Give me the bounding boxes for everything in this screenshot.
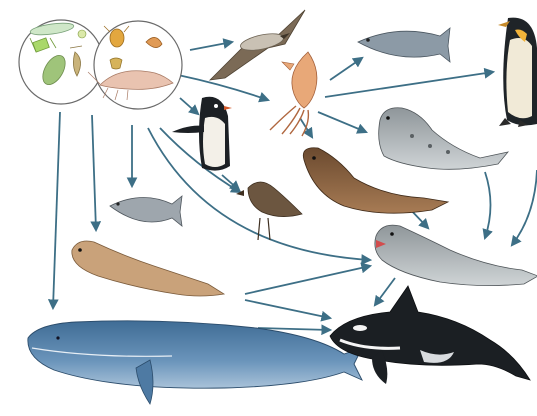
petrel-icon [210,10,305,80]
fish-small-icon [110,196,182,226]
arrow-squid-to-fish-top [330,58,362,80]
arrow-krill-to-squid [178,75,268,100]
skua-icon [236,182,302,240]
weddell-seal-icon [379,108,508,170]
arrow-krill-to-crabeater [92,115,96,230]
arrow-emperor-to-leopard [512,170,537,245]
arrow-phyto-to-bluewhale [53,112,60,308]
squid-icon [270,52,317,136]
blue-whale-icon [28,321,362,404]
arrow-squid-to-weddell [318,112,366,132]
arrow-squid-to-emperor [325,72,493,97]
arrow-leopard-to-killer [375,278,395,305]
phytoplankton-circle [19,20,103,104]
fish-top-icon [358,28,450,62]
adelie-penguin-icon [172,97,232,171]
arrow-krill-to-adelie [180,98,198,114]
arrow-crabeater-to-killer-2 [245,300,330,318]
arrow-weddell-to-leopard [485,172,491,238]
leopard-seal-icon [375,225,537,285]
zooplankton-circle [88,21,182,109]
killer-whale-icon [330,286,530,384]
emperor-penguin-icon [498,18,537,127]
arrow-crabeater-to-killer [245,266,370,294]
crabeater-seal-icon [72,241,224,296]
arrow-plankton-to-petrel [190,42,232,50]
